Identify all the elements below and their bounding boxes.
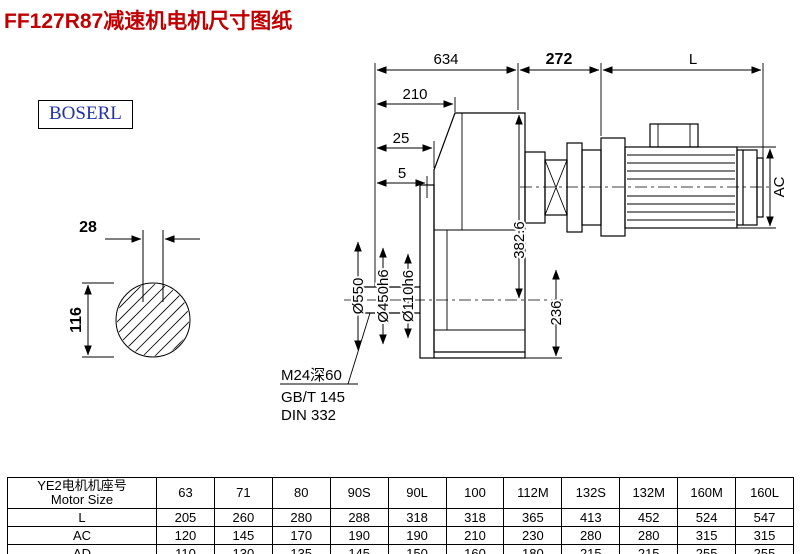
table-cell: 452 [619,508,679,527]
table-cell: 288 [329,508,389,527]
table-cell: 547 [735,508,794,527]
table-cell: 170 [271,526,331,545]
table-cell: 315 [735,526,794,545]
dim-272-label: 272 [546,51,573,68]
standard2-label: DIN 332 [281,407,336,424]
dim-236-label: 236 [548,300,565,325]
table-cell: 180 [503,544,563,554]
table-cell: 130 [213,544,273,554]
dim-382-label: 382.6 [511,221,528,259]
dim-634-label: 634 [433,51,458,68]
table-row-AD: AD 110 130 135 145 150 160 180 215 215 2… [7,544,794,554]
col-header: 71 [213,477,273,509]
table-cell: 230 [503,526,563,545]
table-cell: 160 [445,544,505,554]
col-header: 100 [445,477,505,509]
table-cell: 190 [329,526,389,545]
table-cell: 190 [387,526,447,545]
table-row-AC: AC 120 145 170 190 190 210 230 280 280 3… [7,526,794,545]
dim-28-label: 28 [79,219,97,236]
dia-110-label: Ø110h6 [400,270,417,322]
col-header: 90S [329,477,389,509]
table-header-row: YE2电机机座号 Motor Size 63 71 80 90S 90L 100… [7,477,794,509]
table-cell: 135 [271,544,331,554]
gearbox-housing [433,112,526,353]
page-title: FF127R87减速机电机尺寸图纸 [4,10,293,33]
shaft-end-view [82,230,200,358]
table-cell: 205 [156,508,215,527]
row-label: AD [7,544,157,554]
output-flange [419,184,435,359]
dim-5-label: 5 [398,165,406,182]
dim-116-label: 116 [68,307,85,333]
table-cell: 255 [677,544,737,554]
tap-hole-label: M24深60 [281,367,342,384]
table-cell: 365 [503,508,563,527]
table-cell: 413 [561,508,621,527]
dim-210-label: 210 [402,86,427,103]
table-row-L: L 205 260 280 288 318 318 365 413 452 52… [7,508,794,527]
col-header: 112M [503,477,563,509]
dimension-table: YE2电机机座号 Motor Size 63 71 80 90S 90L 100… [7,477,794,554]
col-header: 90L [387,477,447,509]
col-header: 63 [156,477,215,509]
motor-body [624,146,738,229]
table-cell: 260 [213,508,273,527]
terminal-box [649,123,699,148]
table-cell: 318 [387,508,447,527]
dim-25-label: 25 [393,130,410,147]
dim-L-label: L [689,51,697,68]
table-cell: 215 [561,544,621,554]
table-cell: 280 [619,526,679,545]
motor-fins [627,154,735,221]
table-cell: 145 [329,544,389,554]
motor-size-header-cn: YE2电机机座号 [37,478,127,493]
col-header: 160L [735,477,794,509]
dia-550-label: Ø550 [350,278,367,315]
col-header: 160M [677,477,737,509]
table-cell: 315 [677,526,737,545]
table-cell: 524 [677,508,737,527]
table-cell: 215 [619,544,679,554]
technical-drawing: 28 116 634 272 L 210 25 5 Ø550 Ø450h6 Ø1… [68,51,788,424]
centerlines [344,186,772,301]
table-cell: 145 [213,526,273,545]
dimension-lines [280,63,776,385]
table-cell: 120 [156,526,215,545]
coupling-cross [544,159,568,216]
table-cell: 255 [735,544,794,554]
table-cell: 150 [387,544,447,554]
col-header: 132S [561,477,621,509]
row-label: L [7,508,157,527]
table-cell: 280 [271,508,331,527]
table-cell: 318 [445,508,505,527]
table-cell: 210 [445,526,505,545]
brand-logo: BOSERL [38,100,133,129]
fan-cover [736,149,758,226]
col-header: 80 [271,477,331,509]
row-label: AC [7,526,157,545]
table-cell: 110 [156,544,215,554]
col-header: 132M [619,477,679,509]
dim-AC-label: AC [771,176,788,197]
table-cell: 280 [561,526,621,545]
dia-450-label: Ø450h6 [375,269,392,322]
standard1-label: GB/T 145 [281,389,345,406]
motor-size-header-en: Motor Size [50,492,114,507]
motor-size-header: YE2电机机座号 Motor Size [7,477,157,509]
